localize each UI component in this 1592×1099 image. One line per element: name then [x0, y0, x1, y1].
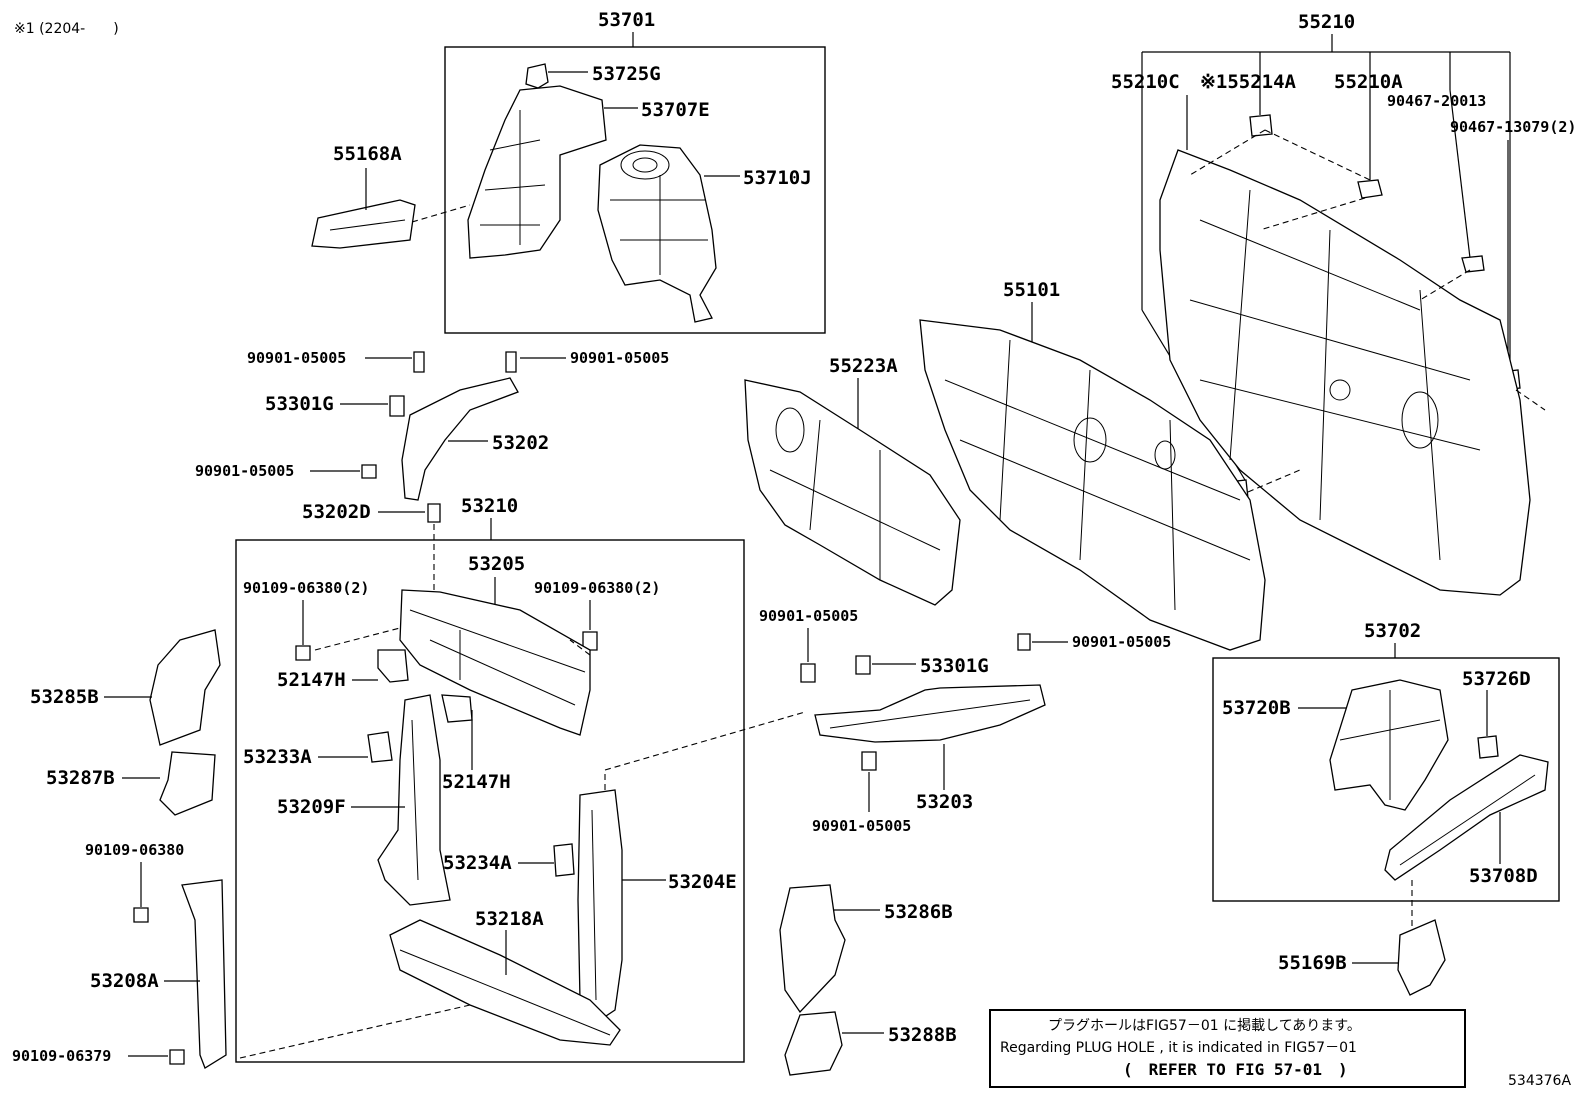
- label-55168A[interactable]: 55168A: [333, 143, 402, 165]
- label-52147H-a[interactable]: 52147H: [277, 669, 346, 691]
- label-55169B[interactable]: 55169B: [1278, 952, 1347, 974]
- part-53204E[interactable]: [577, 789, 623, 1021]
- part-55168A[interactable]: [311, 199, 416, 249]
- label-53285B[interactable]: 53285B: [30, 686, 99, 708]
- label-90901-f[interactable]: 90901-05005: [812, 817, 911, 835]
- part-53208A[interactable]: [181, 879, 227, 1069]
- label-53234A[interactable]: 53234A: [443, 852, 512, 874]
- part-53725G[interactable]: [525, 63, 549, 89]
- label-90467-20013[interactable]: 90467-20013: [1387, 92, 1486, 110]
- label-55210[interactable]: 55210: [1298, 11, 1355, 33]
- part-53205[interactable]: [399, 589, 591, 736]
- part-53720B[interactable]: [1329, 679, 1449, 811]
- label-53209F[interactable]: 53209F: [277, 796, 346, 818]
- label-55223A[interactable]: 55223A: [829, 355, 898, 377]
- label-53210[interactable]: 53210: [461, 495, 518, 517]
- group-box-53701: [444, 46, 826, 334]
- note-line-1: プラグホールはFIG57－01 に掲載してあります。: [1048, 1018, 1361, 1034]
- part-53202[interactable]: [401, 377, 519, 501]
- part-53234A[interactable]: [553, 843, 575, 877]
- part-53202D[interactable]: [427, 503, 441, 523]
- label-53725G[interactable]: 53725G: [592, 63, 661, 85]
- label-90109-2a[interactable]: 90109-06380(2): [243, 579, 369, 597]
- label-90901-d[interactable]: 90901-05005: [759, 607, 858, 625]
- part-53288B[interactable]: [784, 1011, 843, 1076]
- label-53203[interactable]: 53203: [916, 791, 973, 813]
- label-90109-06380[interactable]: 90109-06380: [85, 841, 184, 859]
- label-90901-a[interactable]: 90901-05005: [247, 349, 346, 367]
- part-53287B[interactable]: [159, 751, 216, 816]
- label-53288B[interactable]: 53288B: [888, 1024, 957, 1046]
- label-90109-06379[interactable]: 90109-06379: [12, 1047, 111, 1065]
- part-55210-silencer[interactable]: [1159, 149, 1531, 596]
- part-53209F[interactable]: [377, 694, 451, 906]
- label-53205[interactable]: 53205: [468, 553, 525, 575]
- part-90901-bolt-f[interactable]: [861, 751, 877, 771]
- label-53218A[interactable]: 53218A: [475, 908, 544, 930]
- part-55169B[interactable]: [1397, 919, 1446, 996]
- label-53287B[interactable]: 53287B: [46, 767, 115, 789]
- part-90901-bolt-c[interactable]: [361, 464, 377, 479]
- label-90901-b[interactable]: 90901-05005: [570, 349, 669, 367]
- label-53301G-b[interactable]: 53301G: [920, 655, 989, 677]
- label-53286B[interactable]: 53286B: [884, 901, 953, 923]
- label-53204E[interactable]: 53204E: [668, 871, 737, 893]
- part-53708D[interactable]: [1384, 754, 1549, 881]
- part-53286B[interactable]: [779, 884, 846, 1014]
- part-53218A[interactable]: [389, 919, 621, 1046]
- part-53726D[interactable]: [1477, 735, 1499, 759]
- label-55101[interactable]: 55101: [1003, 279, 1060, 301]
- part-90109-06379[interactable]: [169, 1049, 185, 1065]
- label-90467-13079[interactable]: 90467-13079(2): [1450, 118, 1576, 136]
- label-53720B[interactable]: 53720B: [1222, 697, 1291, 719]
- part-52147H-a[interactable]: [377, 649, 409, 683]
- part-53301G-a[interactable]: [389, 395, 405, 417]
- label-53702[interactable]: 53702: [1364, 620, 1421, 642]
- part-53301G-b[interactable]: [855, 655, 871, 675]
- label-53708D[interactable]: 53708D: [1469, 865, 1538, 887]
- part-53710J[interactable]: [597, 144, 717, 323]
- part-53233A[interactable]: [367, 731, 393, 763]
- part-55223A[interactable]: [744, 379, 961, 606]
- part-90901-bolt-a[interactable]: [413, 351, 425, 373]
- part-90901-bolt-d[interactable]: [800, 663, 816, 683]
- label-52147H-b[interactable]: 52147H: [442, 771, 511, 793]
- part-52147H-b[interactable]: [441, 694, 473, 723]
- group-box-53210: [235, 539, 745, 1063]
- part-90109-bolt-b[interactable]: [582, 631, 598, 651]
- part-55210A[interactable]: [1357, 179, 1383, 199]
- part-53285B[interactable]: [149, 629, 221, 746]
- label-53707E[interactable]: 53707E: [641, 99, 710, 121]
- label-53233A[interactable]: 53233A: [243, 746, 312, 768]
- label-55214A[interactable]: ※155214A: [1200, 71, 1297, 93]
- plug-hole-note-box: [989, 1009, 1466, 1088]
- part-90109-06380[interactable]: [133, 907, 149, 923]
- label-53701[interactable]: 53701: [598, 9, 655, 31]
- label-55210C[interactable]: 55210C: [1111, 71, 1180, 93]
- label-90901-e[interactable]: 90901-05005: [1072, 633, 1171, 651]
- note-line-2: Regarding PLUG HOLE , it is indicated in…: [1000, 1040, 1357, 1056]
- figure-id: 534376A: [1508, 1073, 1571, 1089]
- part-90901-bolt-e[interactable]: [1017, 633, 1031, 651]
- label-53202[interactable]: 53202: [492, 432, 549, 454]
- label-53208A[interactable]: 53208A: [90, 970, 159, 992]
- group-box-53702: [1212, 657, 1560, 902]
- part-53707E[interactable]: [467, 85, 607, 259]
- label-53301G-a[interactable]: 53301G: [265, 393, 334, 415]
- label-53202D[interactable]: 53202D: [302, 501, 371, 523]
- label-55210A[interactable]: 55210A: [1334, 71, 1403, 93]
- part-90901-bolt-b[interactable]: [505, 351, 517, 373]
- part-90109-bolt-a[interactable]: [295, 645, 311, 661]
- label-53726D[interactable]: 53726D: [1462, 668, 1531, 690]
- header-note: ※1 (2204- ): [14, 21, 119, 37]
- part-90467-20013[interactable]: [1461, 255, 1485, 273]
- note-line-3: ( REFER TO FIG 57-01 ): [1123, 1060, 1348, 1079]
- label-53710J[interactable]: 53710J: [743, 167, 812, 189]
- label-90109-2b[interactable]: 90109-06380(2): [534, 579, 660, 597]
- label-90901-c[interactable]: 90901-05005: [195, 462, 294, 480]
